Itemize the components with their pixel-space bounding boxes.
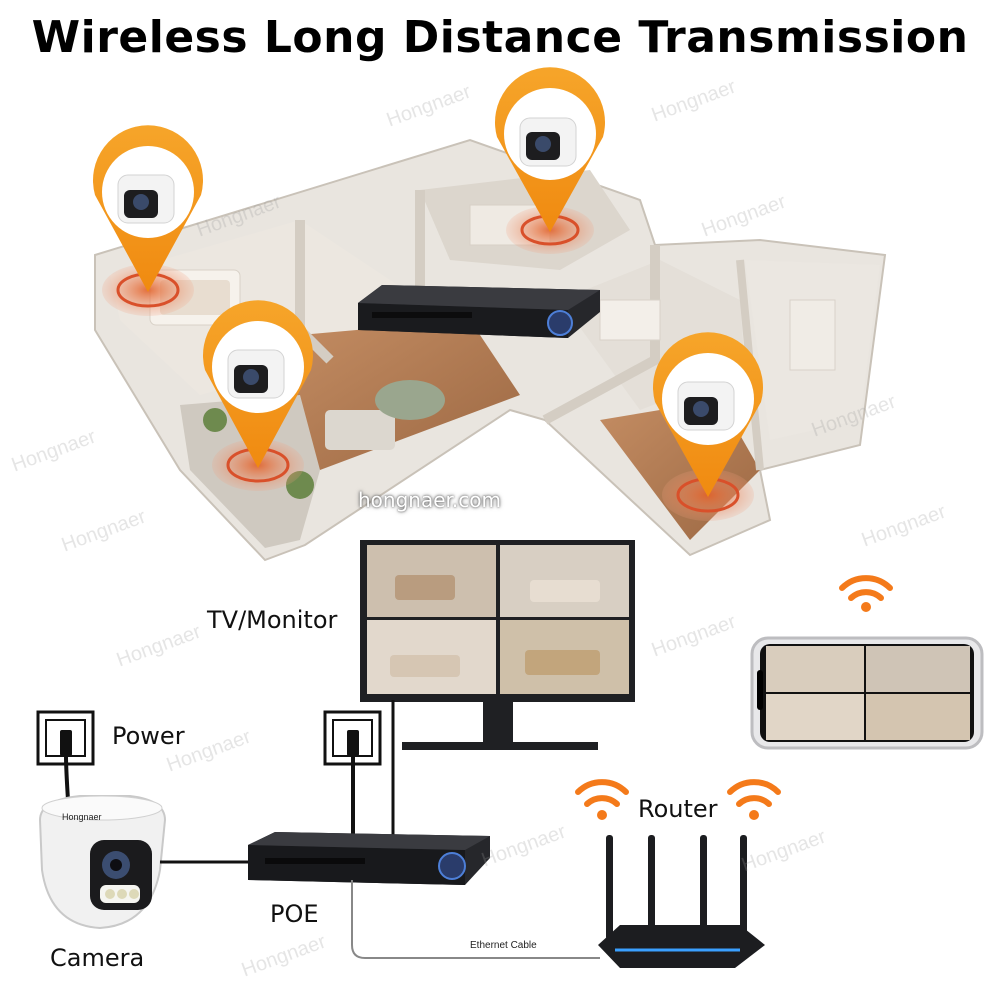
camera-pin-2 [495, 67, 605, 254]
website-url: hongnaer.com [358, 488, 501, 512]
page-title: Wireless Long Distance Transmission [31, 12, 969, 63]
nvr-poe-recorder [248, 832, 490, 885]
camera-pin-1 [92, 125, 203, 316]
nvr-recorder-top [358, 285, 600, 338]
wifi-icon-phone [839, 575, 893, 612]
power-socket-left [36, 710, 95, 801]
camera-brand-label: Hongnaer [62, 812, 102, 822]
power-socket-nvr [323, 710, 382, 835]
camera-pin-4 [653, 332, 763, 521]
smartphone [750, 636, 984, 750]
power-label: Power [112, 722, 185, 750]
wifi-icon-router-left [575, 779, 629, 820]
tv-monitor-label: TV/Monitor [207, 606, 338, 634]
ethernet-cable-label: Ethernet Cable [470, 940, 537, 951]
wifi-icon-router-right [727, 779, 781, 820]
poe-label: POE [270, 900, 319, 928]
dome-camera [38, 795, 167, 930]
router-label: Router [638, 795, 718, 823]
camera-label: Camera [50, 944, 145, 972]
camera-pin-3 [203, 300, 313, 491]
wifi-router [598, 835, 765, 968]
tv-monitor [360, 540, 635, 750]
